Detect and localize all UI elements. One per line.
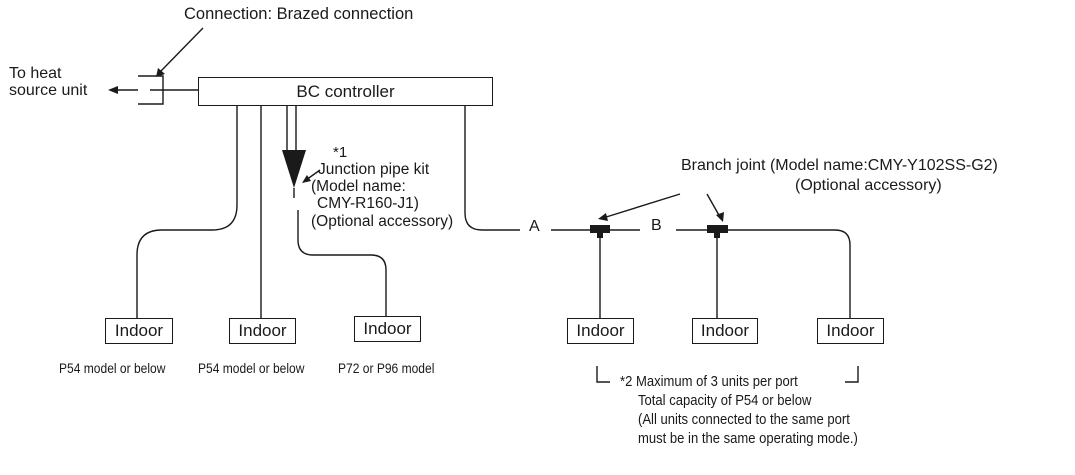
pipe-label-a: A: [529, 218, 540, 235]
branch-joint-2-stem: [714, 229, 720, 238]
indoor-unit-label: Indoor: [114, 321, 164, 340]
indoor-unit-label: Indoor: [700, 321, 750, 340]
branch-leader-2: [706, 193, 721, 218]
brazed-connection-fitting: [138, 75, 164, 105]
indoor-unit-5: Indoor: [692, 318, 758, 344]
indoor-unit-label: Indoor: [238, 321, 287, 340]
branch-leader-1: [602, 193, 681, 219]
junction-label-line3: CMY-R160-J1): [317, 195, 419, 212]
pipe-label-b: B: [651, 217, 662, 234]
arrow-heat-source-head: [108, 86, 118, 94]
indoor-unit-label: Indoor: [363, 319, 412, 338]
unit-caption-1: P54 model or below: [59, 360, 166, 376]
note2-line1: *2 Maximum of 3 units per port: [620, 374, 798, 390]
pipe-joint2-to-indoor-6: [728, 229, 851, 318]
indoor-unit-3: Indoor: [354, 316, 421, 342]
branch-joint-label-line1: Branch joint (Model name:CMY-Y102SS-G2): [681, 157, 998, 174]
junction-leader-head: [302, 175, 311, 183]
connection-leader-head: [156, 68, 165, 77]
indoor-unit-label: Indoor: [576, 321, 625, 340]
bc-controller-box: BC controller: [198, 77, 493, 106]
heat-source-label-line1: To heat: [9, 65, 62, 82]
note2-bracket-left: [596, 366, 610, 383]
indoor-unit-2: Indoor: [229, 318, 296, 344]
note2-line4: must be in the same operating mode.): [638, 431, 858, 447]
pipe-indoor-1: [136, 106, 238, 318]
connection-label: Connection: Brazed connection: [184, 5, 414, 23]
unit-caption-3: P72 or P96 model: [338, 360, 435, 376]
note2-line2: Total capacity of P54 or below: [638, 393, 812, 409]
branch-joint-1-stem: [597, 229, 603, 238]
branch-leader-2-head: [716, 212, 724, 222]
indoor-unit-6: Indoor: [817, 318, 884, 344]
indoor-unit-4: Indoor: [567, 318, 634, 344]
pipe-indoor-3: [297, 210, 387, 316]
heat-source-label-line2: source unit: [9, 82, 88, 99]
junction-label-line1: Junction pipe kit: [318, 161, 430, 178]
connection-leader: [159, 27, 204, 73]
junction-note-ref: *1: [333, 144, 348, 161]
note2-line3: (All units connected to the same port: [638, 412, 850, 428]
junction-label-line4: (Optional accessory): [311, 213, 454, 230]
note2-bracket-right: [845, 366, 859, 383]
branch-joint-label-line2: (Optional accessory): [795, 177, 942, 194]
junction-label-line2: (Model name:: [311, 178, 406, 195]
indoor-unit-1: Indoor: [105, 318, 173, 344]
junction-pipe-kit-icon: [282, 150, 306, 188]
branch-leader-1-head: [598, 213, 608, 221]
pipe-port-to-a: [464, 106, 520, 231]
indoor-unit-label: Indoor: [826, 321, 875, 340]
bc-controller-label: BC controller: [296, 81, 395, 101]
unit-caption-2: P54 model or below: [198, 360, 305, 376]
